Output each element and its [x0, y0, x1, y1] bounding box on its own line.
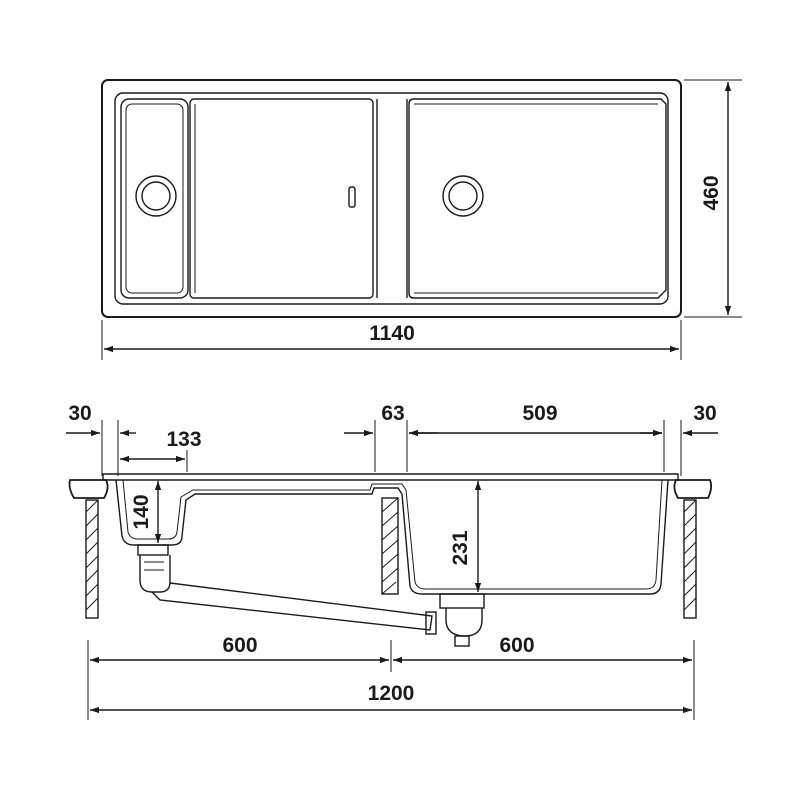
main-bowl-outline: [408, 98, 667, 299]
dim-depth-label: 460: [700, 175, 723, 210]
small-bowl-waste-icon: [135, 175, 177, 217]
overflow-pipe: [151, 582, 433, 631]
small-bowl-inner: [125, 103, 184, 294]
cabinet-wall-middle: [381, 497, 399, 595]
dim-width-label: 1140: [369, 322, 415, 345]
dim-drainer-width-label: 133: [166, 428, 201, 451]
main-bowl-waste-inner: [448, 181, 478, 211]
main-bowl-waste-fitting: [425, 593, 485, 647]
worktop-left: [68, 479, 109, 499]
dim-bowl-width-label: 509: [522, 402, 557, 425]
dim-drainer-depth-label: 140: [130, 494, 153, 529]
dim-divider-label: 63: [381, 402, 404, 425]
dim-cabinet-left-label: 600: [222, 634, 257, 657]
section-view: 30 133 63 509 30: [66, 402, 718, 720]
dim-edge-right-label: 30: [693, 402, 716, 425]
small-bowl-waste-inner: [141, 181, 171, 211]
dim-cabinet-total-label: 1200: [368, 682, 415, 705]
small-bowl-outline: [120, 98, 189, 299]
sink-inner-rim: [114, 92, 669, 305]
dim-cabinet-right-label: 600: [499, 634, 534, 657]
cabinet-wall-left: [85, 499, 99, 619]
small-bowl-section: [115, 479, 403, 546]
overflow-slot-icon: [348, 186, 356, 208]
main-bowl-section: [401, 479, 669, 595]
main-bowl-waste-icon: [442, 175, 484, 217]
drainer-panel: [189, 98, 374, 299]
sink-rim-section: [102, 473, 679, 481]
sink-outline: [101, 79, 682, 318]
cabinet-wall-right: [683, 499, 697, 619]
worktop-right: [673, 479, 713, 499]
top-view: 1140 460: [101, 79, 742, 360]
dim-edge-left-label: 30: [68, 402, 91, 425]
small-bowl-waste-fitting: [137, 544, 171, 593]
dim-bowl-depth-label: 231: [449, 530, 472, 565]
